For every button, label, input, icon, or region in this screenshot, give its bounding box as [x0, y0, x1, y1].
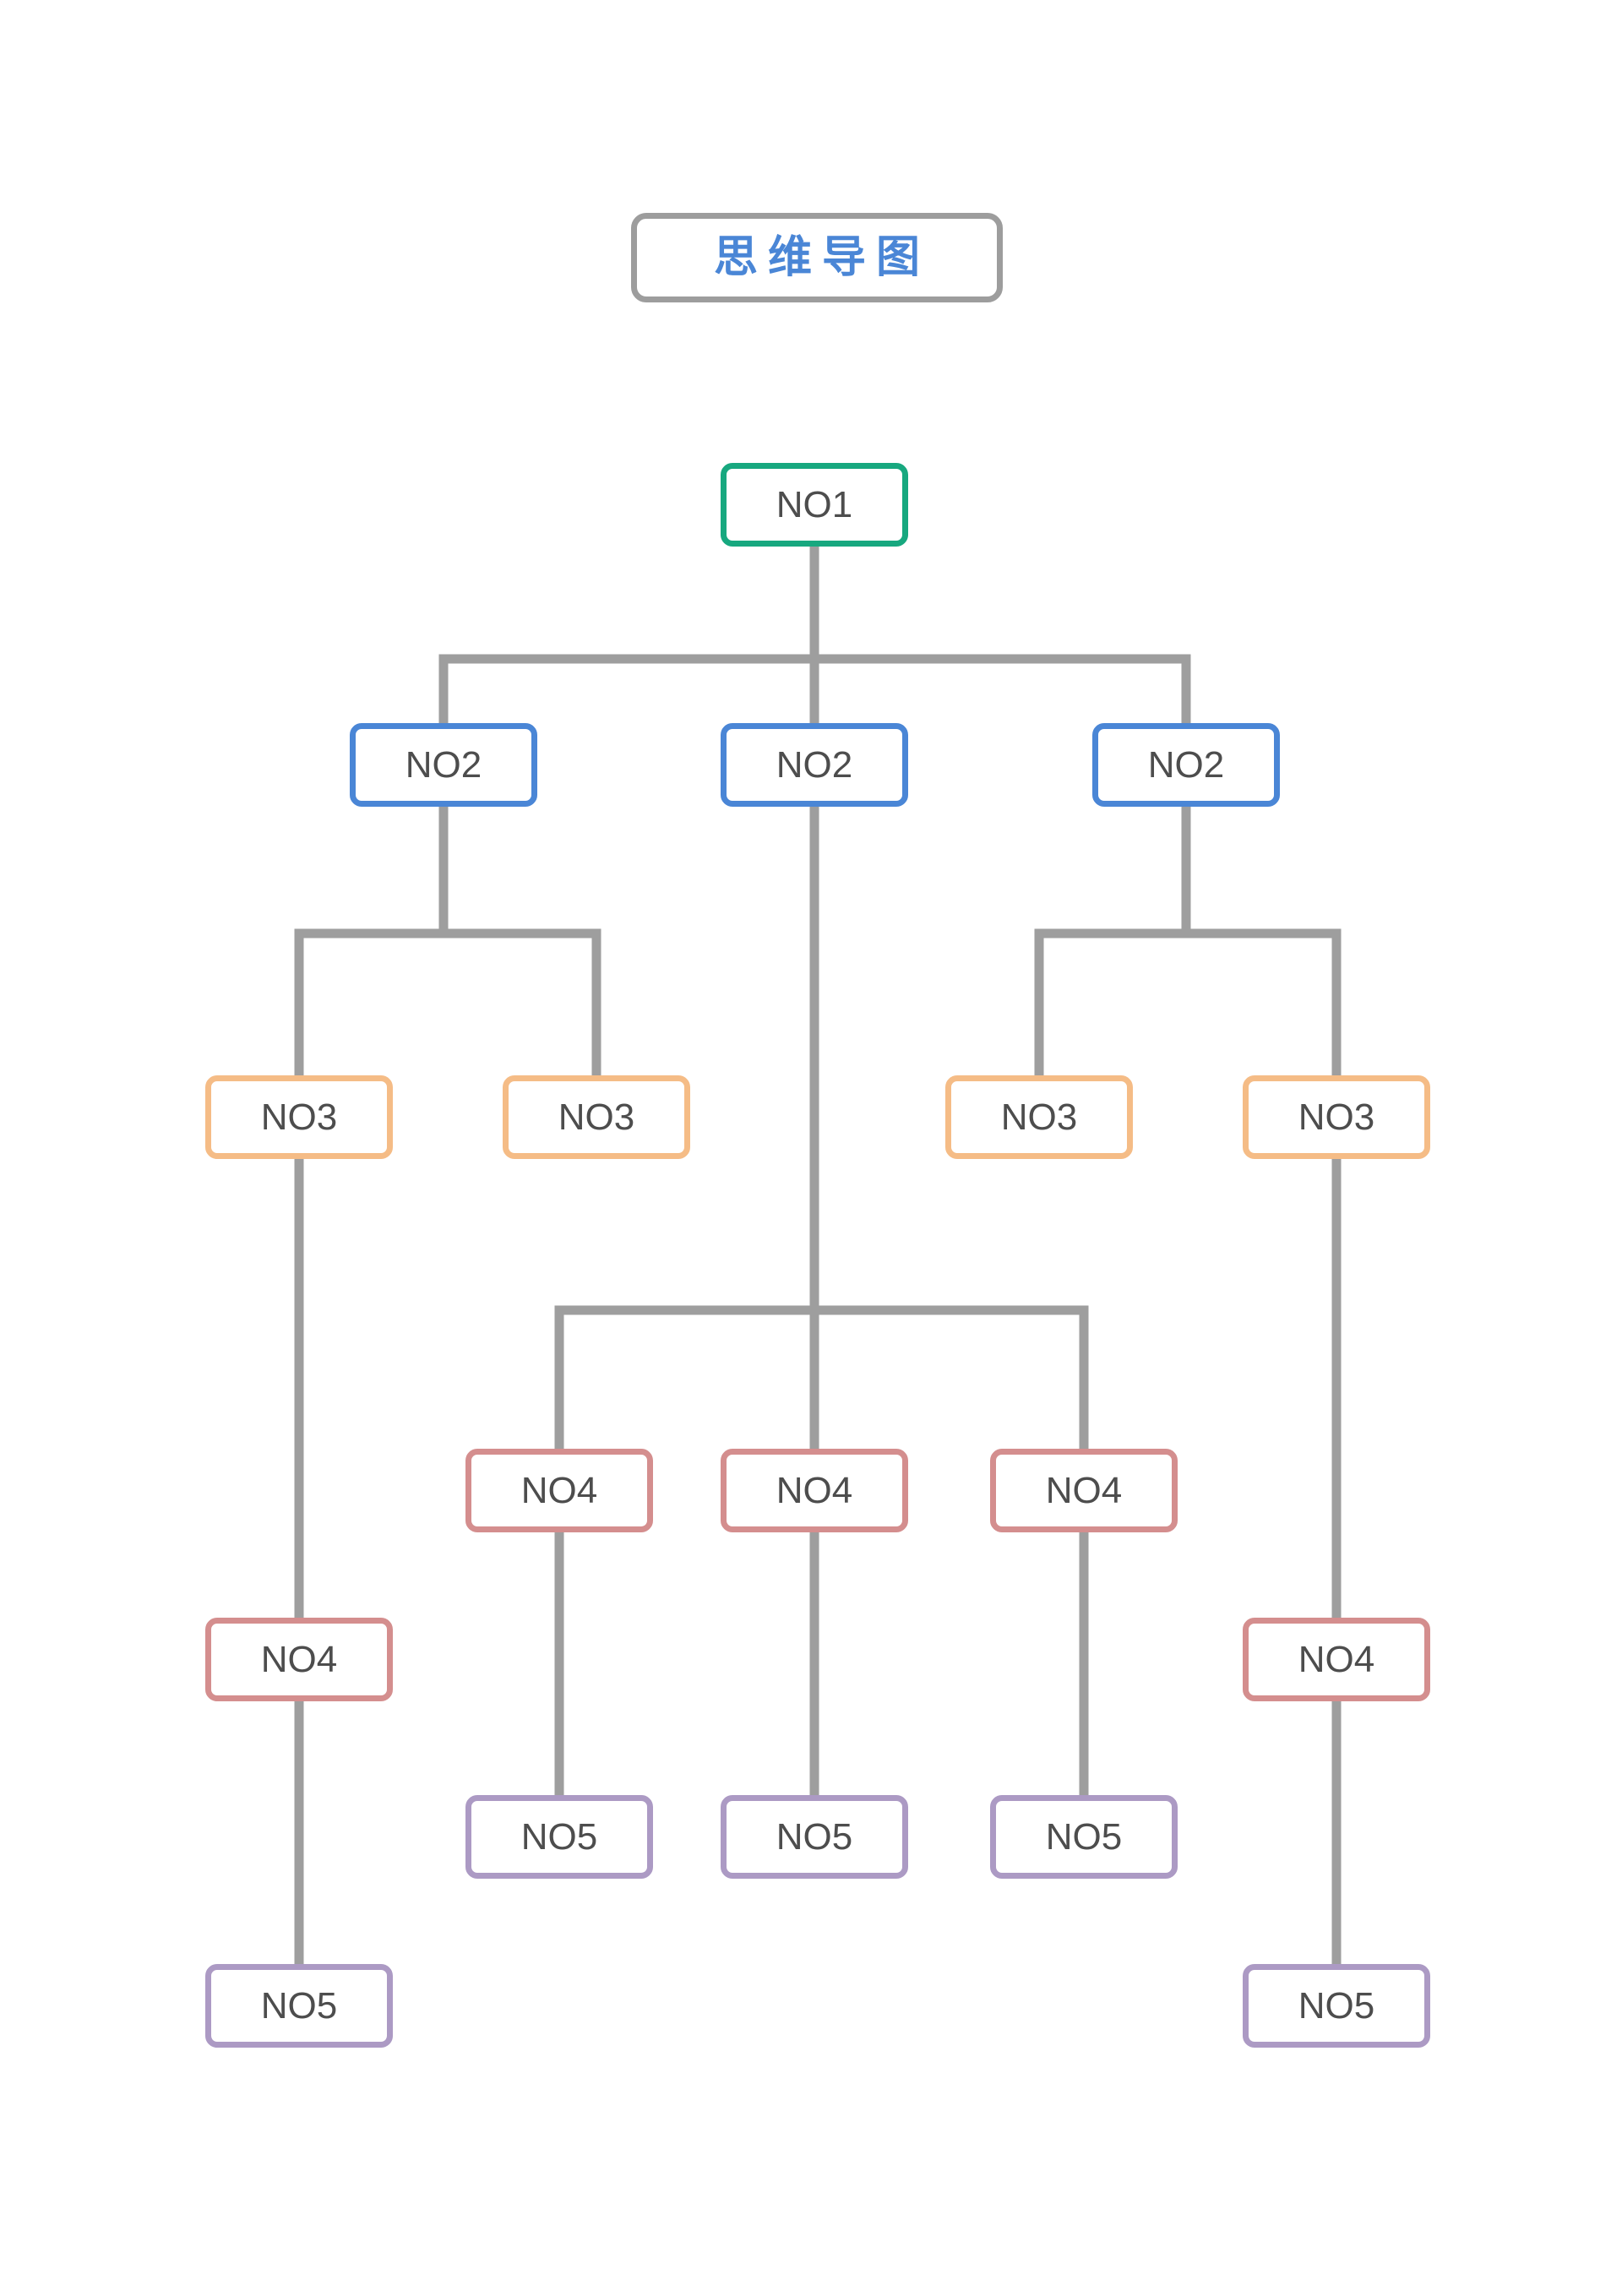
- node-label: NO4: [776, 1469, 853, 1511]
- node-label: NO4: [260, 1638, 338, 1680]
- node-n5left[interactable]: NO5: [205, 1964, 393, 2048]
- node-n2a[interactable]: NO2: [350, 723, 537, 807]
- node-label: NO2: [405, 743, 482, 786]
- node-n4m2[interactable]: NO4: [721, 1449, 908, 1532]
- node-label: NO5: [520, 1815, 598, 1858]
- node-label: NO4: [520, 1469, 598, 1511]
- connector-root-bus-left: [438, 654, 814, 723]
- connector-no2b-to-no4m3: [814, 1305, 1089, 1449]
- node-n2c[interactable]: NO2: [1092, 723, 1280, 807]
- node-n4right[interactable]: NO4: [1243, 1618, 1430, 1701]
- connector-no2b-to-no4m1: [554, 1305, 814, 1449]
- node-n5right[interactable]: NO5: [1243, 1964, 1430, 2048]
- node-n3c[interactable]: NO3: [945, 1075, 1133, 1159]
- node-n4left[interactable]: NO4: [205, 1618, 393, 1701]
- diagram-title-text: 思维导图: [713, 233, 930, 282]
- node-n5m3[interactable]: NO5: [990, 1795, 1178, 1879]
- node-n4m1[interactable]: NO4: [465, 1449, 653, 1532]
- connector-no2c-to-no3d: [1186, 928, 1342, 1075]
- node-label: NO2: [1147, 743, 1225, 786]
- node-n5m1[interactable]: NO5: [465, 1795, 653, 1879]
- node-n2b[interactable]: NO2: [721, 723, 908, 807]
- diagram-title-box: 思维导图: [631, 213, 1003, 302]
- connector-root-bus-right: [814, 654, 1191, 723]
- node-label: NO4: [1045, 1469, 1123, 1511]
- node-label: NO2: [776, 743, 853, 786]
- node-n1[interactable]: NO1: [721, 463, 908, 547]
- node-label: NO3: [1000, 1096, 1078, 1138]
- node-label: NO4: [1298, 1638, 1375, 1680]
- node-label: NO3: [1298, 1096, 1375, 1138]
- node-label: NO3: [558, 1096, 635, 1138]
- connector-no2a-to-no3a: [294, 928, 444, 1075]
- node-label: NO1: [776, 483, 853, 525]
- node-n3b[interactable]: NO3: [503, 1075, 690, 1159]
- node-n3d[interactable]: NO3: [1243, 1075, 1430, 1159]
- connector-no2a-to-no3b: [444, 928, 601, 1075]
- node-label: NO5: [260, 1984, 338, 2027]
- node-label: NO3: [260, 1096, 338, 1138]
- node-n5m2[interactable]: NO5: [721, 1795, 908, 1879]
- node-label: NO5: [1298, 1984, 1375, 2027]
- node-label: NO5: [1045, 1815, 1123, 1858]
- node-n4m3[interactable]: NO4: [990, 1449, 1178, 1532]
- node-label: NO5: [776, 1815, 853, 1858]
- connector-no2c-to-no3c: [1034, 928, 1186, 1075]
- node-n3a[interactable]: NO3: [205, 1075, 393, 1159]
